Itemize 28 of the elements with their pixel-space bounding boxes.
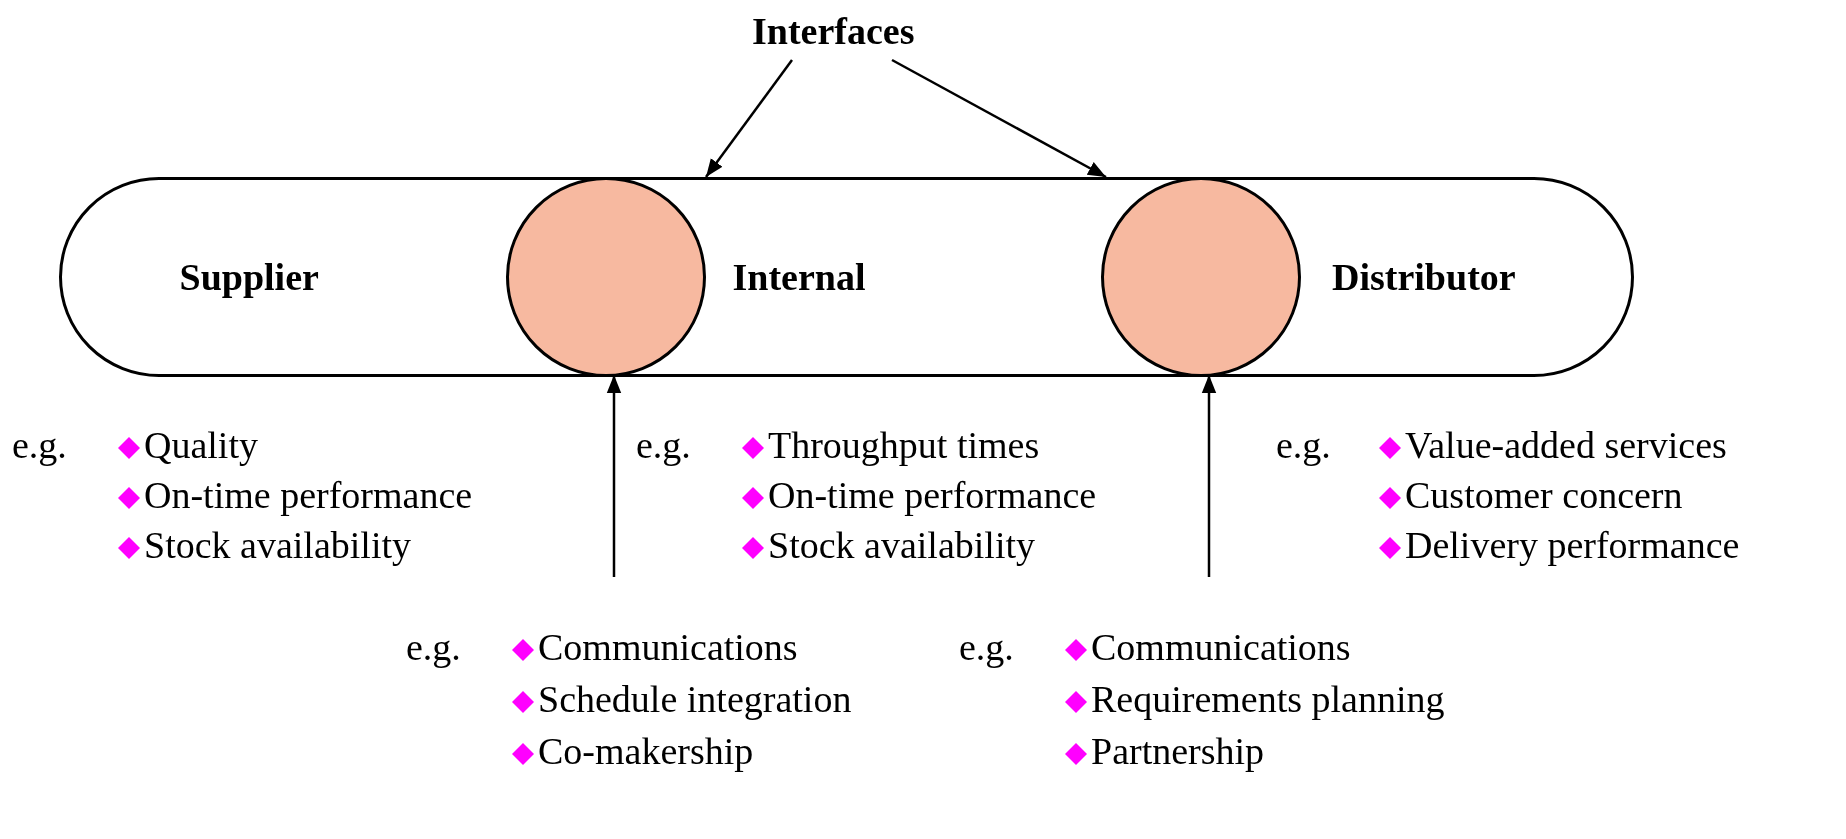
example-label: e.g. — [959, 628, 1014, 666]
list-item: On-time performance — [768, 474, 1097, 516]
arrow — [606, 375, 622, 577]
arrow — [705, 59, 793, 178]
arrow — [891, 58, 1107, 179]
stage-label: Supplier — [179, 258, 319, 296]
list-item: Customer concern — [1405, 474, 1683, 516]
list-item: Delivery performance — [1405, 524, 1740, 566]
stage-label: Distributor — [1332, 258, 1516, 296]
list-item: Quality — [144, 424, 258, 466]
list-item: Stock availability — [144, 524, 411, 566]
list-item: Partnership — [1091, 730, 1265, 772]
arrow — [1201, 375, 1217, 577]
example-label: e.g. — [636, 426, 691, 464]
list-item: Co-makership — [538, 730, 754, 772]
list-item: Throughput times — [768, 424, 1040, 466]
example-label: e.g. — [406, 628, 461, 666]
example-label: e.g. — [12, 426, 67, 464]
example-label: e.g. — [1276, 426, 1331, 464]
list-item: Requirements planning — [1091, 678, 1445, 720]
list-item: Communications — [1091, 626, 1351, 668]
stage-label: Internal — [732, 258, 866, 296]
list-item: Schedule integration — [538, 678, 852, 720]
heading-label: Interfaces — [752, 12, 915, 50]
list-item: Value-added services — [1405, 424, 1727, 466]
list-item: Stock availability — [768, 524, 1035, 566]
list-item: On-time performance — [144, 474, 473, 516]
list-item: Communications — [538, 626, 798, 668]
